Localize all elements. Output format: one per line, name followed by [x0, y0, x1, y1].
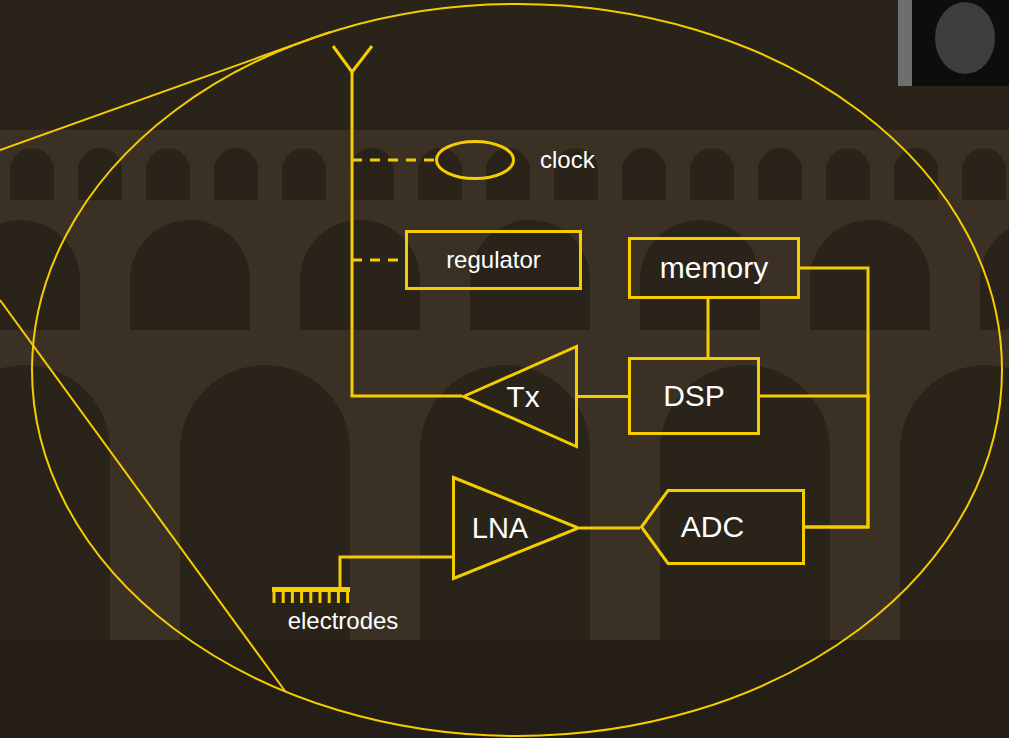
memory-block: memory	[628, 237, 800, 299]
electrode-tooth	[282, 592, 285, 603]
amplifier-triangle	[464, 347, 577, 447]
label-holder: ADC	[660, 489, 765, 565]
label-holder: regulator	[413, 230, 574, 290]
river-ground	[0, 640, 1009, 738]
electrode-array: electrodes	[268, 583, 418, 635]
signal-wire	[340, 557, 452, 583]
oscillator-ellipse	[437, 142, 514, 179]
portrait-face	[935, 2, 995, 74]
converter-symbol	[642, 491, 804, 564]
signal-wire	[706, 299, 709, 357]
label-holder: LNA	[456, 476, 544, 580]
aqueduct-top-arches	[10, 148, 1006, 200]
node-label: electrodes	[288, 607, 399, 635]
block-outline	[630, 359, 759, 434]
label-holder: DSP	[636, 357, 752, 435]
electrode-tooth	[328, 592, 331, 603]
electrode-tooth	[291, 592, 294, 603]
node-label: regulator	[446, 246, 541, 274]
antenna-symbol	[333, 46, 372, 72]
transmitter-amplifier: Tx	[462, 345, 578, 448]
label-holder: clock	[540, 140, 595, 180]
node-label: clock	[540, 146, 595, 174]
label-holder: memory	[636, 237, 792, 299]
node-label: Tx	[506, 382, 539, 412]
clock-oscillator: clock	[435, 140, 515, 180]
portrait-photo	[898, 0, 1009, 86]
signal-wire	[580, 527, 640, 530]
lna-amplifier: LNA	[452, 476, 580, 580]
aqueduct-middle-arches	[0, 220, 1009, 330]
label-holder: Tx	[482, 345, 564, 448]
node-label: memory	[660, 251, 768, 286]
label-holder: electrodes	[268, 607, 418, 635]
node-outline	[435, 140, 515, 180]
electrode-bar	[272, 587, 350, 592]
adc-converter: ADC	[640, 489, 805, 565]
electrode-tooth	[346, 592, 349, 603]
signal-wire	[578, 395, 628, 398]
rf-coupling	[352, 259, 405, 262]
node-label: ADC	[681, 510, 744, 545]
rf-coupling	[352, 159, 435, 162]
block-outline	[630, 239, 799, 298]
electrode-tooth	[319, 592, 322, 603]
regulator-block: regulator	[405, 230, 582, 290]
electrode-tooth	[273, 592, 276, 603]
electrode-tooth	[300, 592, 303, 603]
dsp-block: DSP	[628, 357, 760, 435]
signal-wire	[760, 396, 868, 527]
zoom-ellipse	[32, 4, 1002, 736]
zoom-line	[0, 300, 285, 691]
block-outline	[407, 232, 581, 289]
electrode-tooth	[309, 592, 312, 603]
node-label: DSP	[663, 379, 725, 414]
node-label: LNA	[472, 514, 528, 543]
amplifier-triangle	[454, 478, 579, 579]
electrode-tooth	[337, 592, 340, 603]
portrait-edge	[898, 0, 912, 86]
